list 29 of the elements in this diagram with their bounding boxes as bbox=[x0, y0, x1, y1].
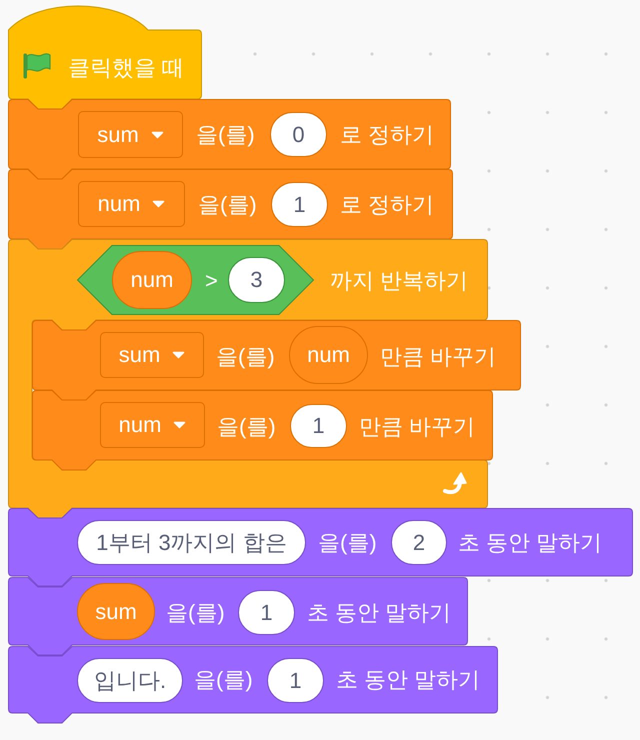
block-label: 로 정하기 bbox=[340, 192, 434, 218]
dropdown-menu: sum bbox=[100, 332, 204, 378]
block-label: > bbox=[205, 268, 218, 294]
block-label: 까지 반복하기 bbox=[330, 268, 468, 294]
block-label: 클릭했을 때 bbox=[68, 55, 184, 81]
dropdown-menu: sum bbox=[78, 111, 183, 158]
command-block bbox=[8, 508, 633, 587]
loop-block bbox=[8, 239, 520, 519]
dropdown-menu: num bbox=[78, 181, 185, 227]
block-label: 을(를) bbox=[318, 530, 377, 556]
block-label: 초 동안 말하기 bbox=[336, 667, 480, 693]
input-field: 1부터 3까지의 합은 bbox=[77, 520, 306, 565]
block-label: 만큼 바꾸기 bbox=[380, 344, 496, 370]
block-label: 만큼 바꾸기 bbox=[359, 414, 476, 440]
block-label: 초 동안 말하기 bbox=[458, 530, 602, 556]
dropdown-menu: num bbox=[100, 402, 205, 448]
command-block bbox=[8, 646, 498, 724]
block-label: 을(를) bbox=[166, 600, 225, 626]
block-label: 초 동안 말하기 bbox=[307, 600, 452, 626]
block-label: 을(를) bbox=[217, 414, 276, 440]
block-label: 을(를) bbox=[196, 122, 255, 148]
hat-block bbox=[8, 5, 202, 110]
block-label: 로 정하기 bbox=[340, 122, 434, 148]
block-label: 을(를) bbox=[198, 192, 257, 218]
condition-block bbox=[77, 245, 314, 315]
block-label: 을(를) bbox=[194, 667, 253, 693]
command-block bbox=[32, 390, 493, 471]
block-label: 을(를) bbox=[216, 344, 275, 370]
input-field: 입니다. bbox=[77, 658, 183, 703]
